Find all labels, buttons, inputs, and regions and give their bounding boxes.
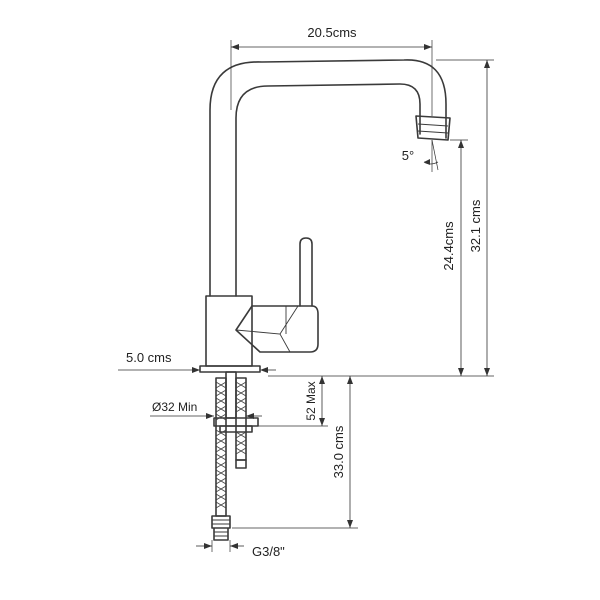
dimension-total-height: 32.1 cms xyxy=(436,59,494,377)
arrow-head xyxy=(319,418,325,426)
hose-right xyxy=(235,377,247,461)
under-deck-assembly xyxy=(211,371,259,541)
hole-diameter-label: Ø32 Min xyxy=(152,400,197,414)
angle-arc xyxy=(423,161,439,165)
hose-right-braid xyxy=(235,381,247,455)
hose-left-braid xyxy=(215,381,227,509)
arrow-head xyxy=(204,543,212,549)
arrow-head xyxy=(458,368,464,376)
arrow-head xyxy=(424,44,432,50)
spout-aerator xyxy=(415,115,451,141)
arrow-head xyxy=(424,159,430,165)
threaded-shank xyxy=(225,371,237,419)
base-flange xyxy=(199,365,261,373)
aerator-line-1 xyxy=(417,123,449,127)
arrow-head xyxy=(230,543,238,549)
spout-angle-label: 5° xyxy=(402,148,414,163)
total-height-label: 32.1 cms xyxy=(468,199,483,252)
arrow-head xyxy=(260,367,268,373)
arrow-head xyxy=(347,376,353,384)
dimension-thread-size: G3/8" xyxy=(196,540,285,559)
arrow-head xyxy=(484,60,490,68)
spout-reach-label: 20.5cms xyxy=(307,25,357,40)
dimension-hole-diameter: Ø32 Min xyxy=(150,400,262,419)
lever-housing xyxy=(235,305,319,353)
arrow-head xyxy=(246,413,254,419)
flexible-hoses xyxy=(215,377,247,517)
thread-size-label: G3/8" xyxy=(252,544,285,559)
spout-outer-edge xyxy=(209,59,447,297)
spout-height-label: 24.4cms xyxy=(441,221,456,271)
arrow-head xyxy=(347,520,353,528)
angle-tilt-line xyxy=(431,139,439,171)
dimension-spout-reach: 20.5cms xyxy=(230,25,433,116)
faucet-outline xyxy=(199,59,451,373)
dimension-base-diameter: 5.0 cms xyxy=(118,350,276,373)
base-diameter-label: 5.0 cms xyxy=(126,350,172,365)
spout-inner-edge xyxy=(235,83,421,297)
arrow-head xyxy=(192,367,200,373)
arrow-head xyxy=(231,44,239,50)
arrow-head xyxy=(319,376,325,384)
arrow-head xyxy=(458,140,464,148)
arrow-head xyxy=(206,413,214,419)
lever-housing-facet xyxy=(235,305,299,353)
aerator-line-2 xyxy=(417,130,449,134)
deck-thickness-label: 52 Max xyxy=(304,381,318,420)
dimension-spout-angle: 5° xyxy=(402,139,439,172)
dimension-hose-length: 33.0 cms xyxy=(232,376,358,529)
hose-end-fitting xyxy=(235,459,247,469)
dimension-deck-thickness: 52 Max xyxy=(258,376,328,427)
connector-thread xyxy=(212,519,230,537)
lever-handle xyxy=(299,237,313,307)
arrow-head xyxy=(484,368,490,376)
hose-length-label: 33.0 cms xyxy=(331,425,346,478)
dimension-spout-height: 24.4cms xyxy=(268,139,468,377)
